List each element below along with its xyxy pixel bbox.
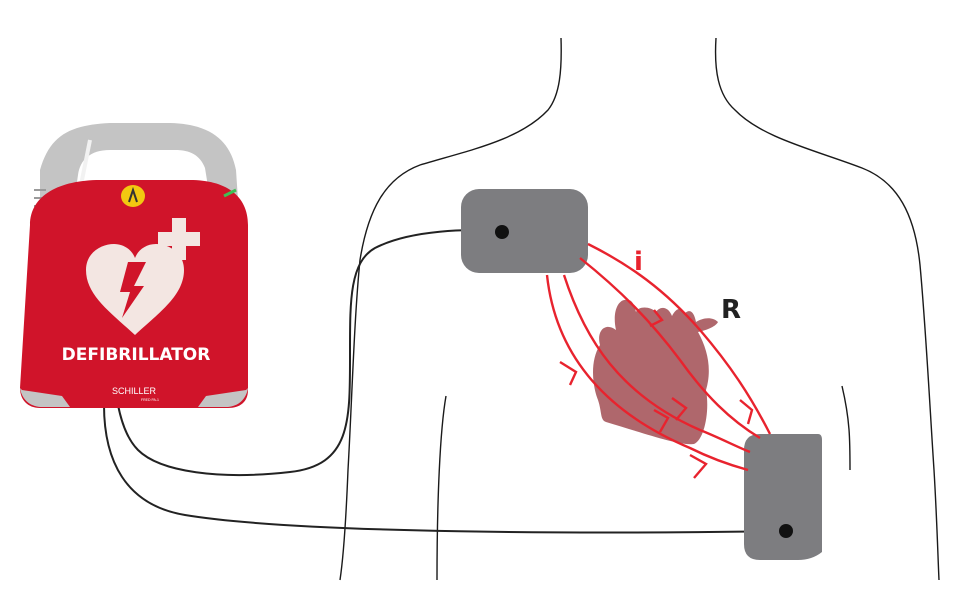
lower-pad-cable (103, 404, 787, 534)
current-paths (545, 242, 772, 479)
medical-cross-icon (158, 218, 200, 260)
current-arrow-5 (739, 399, 754, 425)
brand-name: SCHILLER (112, 386, 157, 396)
device-base-right (198, 388, 248, 407)
current-path-1 (545, 274, 749, 472)
current-arrow-1 (559, 360, 578, 386)
upper-pad-connector (495, 225, 509, 239)
electrode-pads (461, 189, 822, 560)
current-arrow-3 (653, 408, 670, 433)
brand-model: FRED PA-1 (141, 398, 159, 402)
left-armpit-line (436, 395, 447, 581)
current-path-2 (562, 274, 751, 454)
heart-shape (593, 299, 718, 445)
upper-pad-cable (117, 229, 503, 477)
current-path-4 (587, 242, 772, 435)
current-arrow-4 (671, 397, 688, 421)
upper-electrode-pad (461, 189, 588, 273)
lower-pad-connector (779, 524, 793, 538)
current-label: i (634, 247, 643, 277)
current-path-3 (579, 257, 761, 440)
defibrillator-device: DEFIBRILLATOR SCHILLER FRED PA-1 (20, 123, 248, 408)
status-indicator-icon (223, 188, 237, 198)
lightning-bolt-icon (120, 262, 146, 318)
right-armpit-line (841, 385, 851, 471)
shock-button-icon (128, 186, 138, 203)
torso-right-contour (714, 37, 940, 581)
resistance-label: R (721, 295, 741, 325)
shock-button (121, 185, 145, 207)
device-title: DEFIBRILLATOR (62, 345, 211, 365)
heart (593, 299, 718, 445)
current-arrow-6 (649, 309, 664, 328)
current-arrow-2 (689, 453, 708, 479)
torso-left-contour (339, 37, 562, 581)
cables (103, 229, 787, 534)
device-base-left (20, 388, 70, 407)
torso-outline (339, 37, 940, 581)
lower-electrode-pad (744, 434, 822, 560)
